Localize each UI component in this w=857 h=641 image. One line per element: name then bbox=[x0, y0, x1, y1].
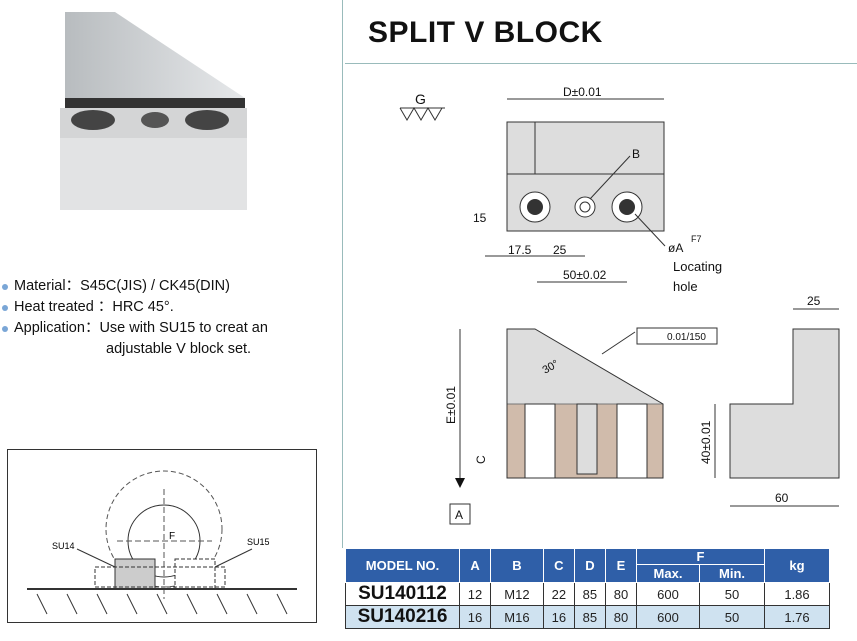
datum-a: A bbox=[455, 508, 463, 522]
dim-15: 15 bbox=[473, 211, 487, 225]
label-su14: SU14 bbox=[52, 541, 75, 551]
bullet-icon bbox=[2, 325, 8, 332]
spec-application: Application：Use with SU15 to creat an bbox=[2, 318, 268, 339]
column-divider bbox=[342, 0, 343, 548]
cell-max: 600 bbox=[636, 605, 700, 629]
spec-value: Use with SU15 to creat an bbox=[99, 320, 268, 336]
cell-min: 50 bbox=[699, 582, 765, 606]
technical-drawing: G D±0.01 B 15 17.5 25 50±0.02 øA F7 Loca… bbox=[399, 85, 840, 525]
th-f: F bbox=[636, 548, 765, 565]
spec-value-cont: adjustable V block set. bbox=[106, 341, 252, 357]
cell-b: M16 bbox=[490, 605, 544, 629]
th-e: E bbox=[604, 548, 638, 583]
spec-label: Application bbox=[14, 320, 85, 336]
spec-sep: ： bbox=[84, 320, 100, 336]
cell-model: SU140216 bbox=[345, 605, 460, 629]
dim-a-tol: F7 bbox=[691, 234, 702, 244]
cell-e: 80 bbox=[604, 582, 638, 606]
dim-a: øA bbox=[668, 241, 683, 255]
page-title: SPLIT V BLOCK bbox=[368, 16, 603, 49]
side-60: 60 bbox=[775, 491, 789, 505]
title-rule bbox=[345, 63, 857, 64]
table-row: SU140216 16 M16 16 85 80 600 50 1.76 bbox=[345, 605, 830, 629]
bullet-icon bbox=[2, 283, 8, 290]
cell-a: 16 bbox=[458, 605, 492, 629]
spec-sep: ： bbox=[97, 299, 113, 315]
label-f: F bbox=[169, 531, 175, 542]
locating-hole-1: Locating bbox=[673, 259, 722, 274]
side-40: 40±0.01 bbox=[699, 420, 713, 464]
th-c: C bbox=[542, 548, 575, 583]
cell-b: M12 bbox=[490, 582, 544, 606]
spec-table: MODEL NO. A B C D E F kg Max. Min. SU140… bbox=[345, 548, 830, 629]
application-sketch: SU14 SU15 F bbox=[7, 449, 317, 623]
side-25: 25 bbox=[807, 294, 821, 308]
surface-symbol: G bbox=[415, 91, 426, 107]
th-model: MODEL NO. bbox=[345, 548, 460, 583]
th-kg: kg bbox=[764, 548, 830, 583]
bullet-icon bbox=[2, 304, 8, 311]
product-photo bbox=[60, 12, 247, 210]
cell-d: 85 bbox=[573, 582, 606, 606]
spec-sep: ： bbox=[65, 278, 81, 294]
th-b: B bbox=[490, 548, 544, 583]
dim-17-5: 17.5 bbox=[508, 243, 532, 257]
cell-e: 80 bbox=[604, 605, 638, 629]
th-min: Min. bbox=[699, 564, 765, 583]
dim-d: D±0.01 bbox=[563, 85, 602, 99]
dim-25: 25 bbox=[553, 243, 567, 257]
dim-e: E±0.01 bbox=[444, 386, 458, 424]
spec-value: HRC 45°. bbox=[112, 299, 174, 315]
cell-d: 85 bbox=[573, 605, 606, 629]
flatness: 0.01/150 bbox=[667, 332, 706, 343]
spec-label: Material bbox=[14, 278, 66, 294]
cell-max: 600 bbox=[636, 582, 700, 606]
dim-c: C bbox=[474, 455, 488, 464]
cell-c: 22 bbox=[542, 582, 575, 606]
cell-min: 50 bbox=[699, 605, 765, 629]
spec-heat: Heat treated ：HRC 45°. bbox=[2, 297, 268, 318]
th-a: A bbox=[458, 548, 492, 583]
table-row: SU140112 12 M12 22 85 80 600 50 1.86 bbox=[345, 582, 830, 606]
spec-list: Material：S45C(JIS) / CK45(DIN) Heat trea… bbox=[2, 276, 268, 360]
cell-a: 12 bbox=[458, 582, 492, 606]
cell-kg: 1.76 bbox=[764, 605, 830, 629]
dim-50: 50±0.02 bbox=[563, 268, 607, 282]
th-max: Max. bbox=[636, 564, 700, 583]
label-b: B bbox=[632, 147, 640, 161]
cell-c: 16 bbox=[542, 605, 575, 629]
label-su15: SU15 bbox=[247, 537, 270, 547]
cell-kg: 1.86 bbox=[764, 582, 830, 606]
cell-model: SU140112 bbox=[345, 582, 460, 606]
spec-label: Heat treated bbox=[14, 299, 94, 315]
spec-material: Material：S45C(JIS) / CK45(DIN) bbox=[2, 276, 268, 297]
spec-value: S45C(JIS) / CK45(DIN) bbox=[80, 278, 230, 294]
locating-hole-2: hole bbox=[673, 279, 698, 294]
th-d: D bbox=[573, 548, 606, 583]
